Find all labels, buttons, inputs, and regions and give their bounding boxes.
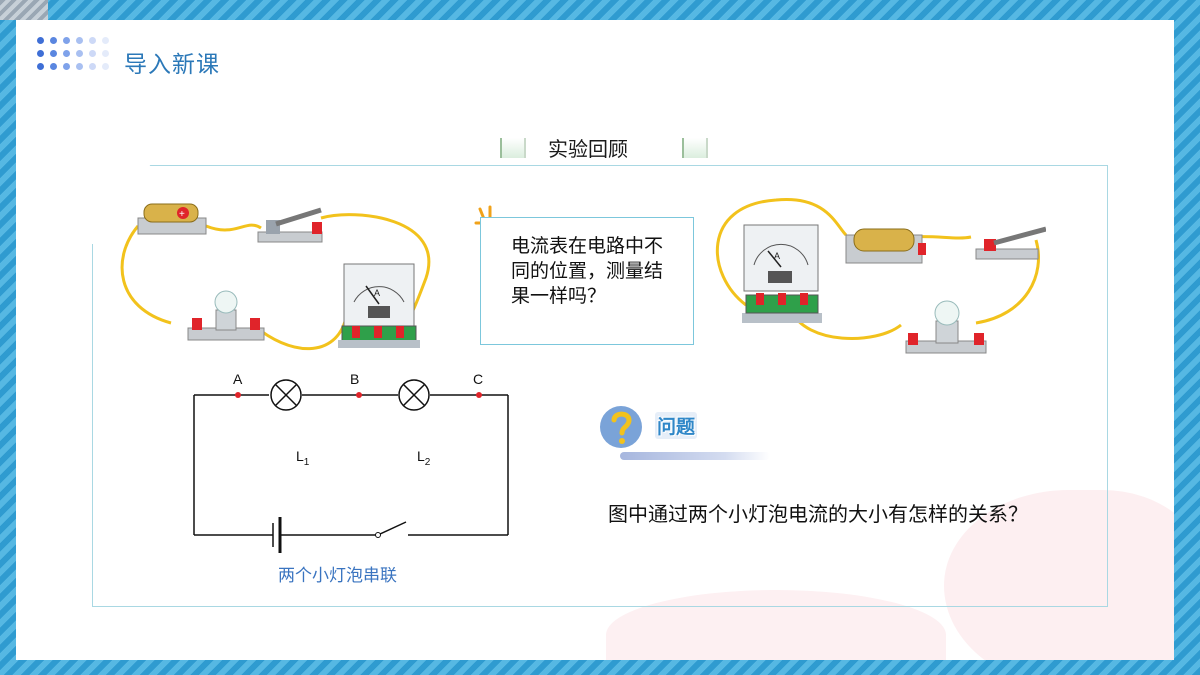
point-label-a: A [233,371,243,387]
point-label-c: C [473,371,483,387]
corner-decoration [0,0,48,20]
circuit-caption: 两个小灯泡串联 [278,566,397,586]
svg-text:A: A [774,251,780,261]
lamp-l1-symbol [270,379,302,411]
lamp-label-l1: L1 [296,448,310,468]
svg-text:+: + [179,209,185,220]
lamp-label-l2: L2 [417,448,431,468]
slide-panel: 导入新课 实验回顾 + A [16,20,1174,660]
series-circuit-diagram: A B C L1 L2 [193,371,509,553]
question-text: 图中通过两个小灯泡电流的大小有怎样的关系？ [608,502,1028,526]
node-b [356,392,362,398]
node-a [235,392,241,398]
question-header-underline [620,452,770,460]
question-mascot-icon [600,406,642,448]
apparatus-illustration-left: + A [120,203,431,351]
svg-text:A: A [374,288,380,298]
section-title-text: 实验回顾 [548,137,628,161]
bracket-icon [682,138,708,158]
section-title: 实验回顾 [500,132,708,162]
callout-box: 电流表在电路中不同的位置，测量结果一样吗？ [480,217,694,345]
bracket-icon [500,138,526,158]
question-header-label: 问题 [655,412,698,439]
apparatus-illustration-right: A [715,197,1046,354]
lesson-title: 导入新课 [124,52,220,78]
lamp-l2-symbol [398,379,430,411]
question-header: 问题 [598,404,798,464]
content-box [92,165,1108,607]
point-label-b: B [350,371,359,387]
callout-text: 电流表在电路中不同的位置，测量结果一样吗？ [511,235,664,307]
node-c [476,392,482,398]
